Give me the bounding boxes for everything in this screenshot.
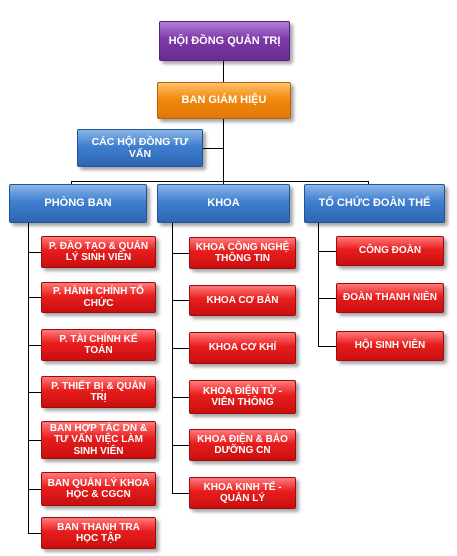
connector-trunk xyxy=(223,119,224,181)
connector-departments xyxy=(71,181,72,184)
connector-top-bar xyxy=(71,181,368,182)
department-item: BAN THANH TRA HỌC TẬP xyxy=(41,517,156,549)
connector-union-3 xyxy=(318,346,336,347)
faculty-item: KHOA ĐIỆN & BẢO DƯỠNG CN xyxy=(189,429,296,461)
faculty-item: KHOA ĐIỆN TỬ - VIỄN THÔNG xyxy=(189,380,296,414)
department-item: BAN QUẢN LÝ KHOA HỌC & CGCN xyxy=(41,472,156,506)
directors-box: BAN GIÁM HIỆU xyxy=(157,82,291,119)
faculty-item: KHOA KINH TẾ - QUẢN LÝ xyxy=(189,477,296,509)
connector-union-2 xyxy=(318,298,336,299)
faculty-item: KHOA CƠ BẢN xyxy=(189,285,296,316)
connector-dept-1 xyxy=(28,252,41,253)
connector-dept-2 xyxy=(28,297,41,298)
union-item: CÔNG ĐOÀN xyxy=(336,236,444,266)
board-box: HỘI ĐỒNG QUẢN TRỊ xyxy=(159,21,290,61)
department-item: P. HÀNH CHÍNH TỔ CHỨC xyxy=(41,282,156,313)
connector-dept-7 xyxy=(28,533,41,534)
faculty-item: KHOA CƠ KHÍ xyxy=(189,332,296,364)
connector-fac-3 xyxy=(172,348,189,349)
connector-councils xyxy=(203,148,223,149)
connector-fac-4 xyxy=(172,397,189,398)
connector-fac-1 xyxy=(172,253,189,254)
department-item: P. TÀI CHÍNH KẾ TOÁN xyxy=(41,329,156,361)
councils-box: CÁC HỘI ĐỒNG TƯ VẤN xyxy=(77,129,203,167)
faculties-header: KHOA xyxy=(157,184,290,223)
faculty-item: KHOA CÔNG NGHỆ THÔNG TIN xyxy=(189,237,296,269)
connector-unions-rail xyxy=(318,223,319,346)
department-item: P. THIẾT BỊ & QUẢN TRỊ xyxy=(41,376,156,408)
connector-fac-6 xyxy=(172,493,189,494)
departments-header: PHÒNG BAN xyxy=(9,184,147,223)
connector-fac-5 xyxy=(172,445,189,446)
department-item: BAN HỢP TÁC DN & TƯ VẤN VIỆC LÀM SINH VI… xyxy=(41,421,156,459)
connector-departments-rail xyxy=(28,223,29,533)
connector-dept-3 xyxy=(28,345,41,346)
connector-fac-2 xyxy=(172,300,189,301)
connector-union-1 xyxy=(318,251,336,252)
connector-unions xyxy=(368,181,369,184)
connector-dept-6 xyxy=(28,489,41,490)
connector-faculties-rail xyxy=(172,223,173,493)
connector-dept-4 xyxy=(28,392,41,393)
unions-header: TỔ CHỨC ĐOÀN THỂ xyxy=(304,184,445,223)
union-item: HỘI SINH VIÊN xyxy=(336,331,444,361)
connector-board-directors xyxy=(223,61,224,82)
connector-faculties xyxy=(223,181,224,184)
connector-dept-5 xyxy=(28,440,41,441)
union-item: ĐOÀN THANH NIÊN xyxy=(336,283,444,313)
department-item: P. ĐÀO TẠO & QUẢN LÝ SINH VIÊN xyxy=(41,236,156,268)
